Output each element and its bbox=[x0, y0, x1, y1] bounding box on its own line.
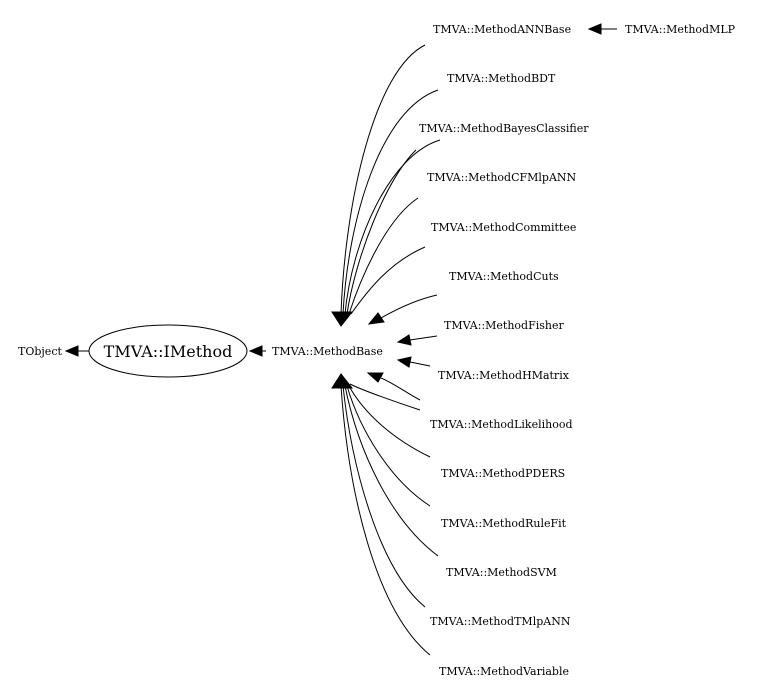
node-methodmlp[interactable]: TMVA::MethodMLP bbox=[625, 23, 736, 36]
edge-svm-methodbase bbox=[344, 385, 439, 557]
arrowhead-hmatrix bbox=[396, 356, 412, 368]
edge-tmlpann-methodbase bbox=[342, 385, 426, 608]
edge-likelihood-methodbase bbox=[380, 377, 421, 401]
node-methodvariable[interactable]: TMVA::MethodVariable bbox=[439, 665, 569, 678]
node-methodcuts[interactable]: TMVA::MethodCuts bbox=[449, 270, 559, 283]
edge-variable-methodbase bbox=[340, 385, 431, 656]
edge-likelihood2-methodbase bbox=[349, 383, 421, 411]
node-methodfisher[interactable]: TMVA::MethodFisher bbox=[444, 319, 564, 332]
edge-rulefit-methodbase bbox=[346, 385, 431, 507]
node-methodbdt[interactable]: TMVA::MethodBDT bbox=[447, 72, 556, 85]
node-methodlikelihood[interactable]: TMVA::MethodLikelihood bbox=[430, 418, 573, 431]
node-methodbayesclassifier[interactable]: TMVA::MethodBayesClassifier bbox=[419, 122, 589, 135]
edge-fisher-methodbase bbox=[409, 335, 438, 341]
arrowhead-likelihood bbox=[366, 372, 384, 383]
node-methodpders[interactable]: TMVA::MethodPDERS bbox=[441, 467, 565, 480]
node-methodannbase[interactable]: TMVA::MethodANNBase bbox=[433, 23, 571, 36]
node-methodhmatrix[interactable]: TMVA::MethodHMatrix bbox=[438, 369, 570, 382]
arrowhead-imethod bbox=[248, 345, 263, 357]
edges-lower-group bbox=[340, 383, 439, 656]
edge-hmatrix-methodbase bbox=[409, 361, 431, 367]
node-methodcfmlpann[interactable]: TMVA::MethodCFMlpANN bbox=[427, 171, 577, 184]
edge-cfmlp-methodbase bbox=[346, 149, 417, 315]
edge-annbase-methodbase bbox=[340, 44, 426, 315]
arrowhead-upper-cluster bbox=[331, 311, 354, 327]
edge-bayes-methodbase bbox=[344, 139, 441, 315]
arrowhead-fisher bbox=[396, 334, 412, 346]
edge-cuts2-methodbase bbox=[380, 294, 438, 319]
edge-cuts-methodbase bbox=[350, 246, 426, 315]
edge-pders-methodbase bbox=[348, 385, 431, 458]
node-methodbase[interactable]: TMVA::MethodBase bbox=[272, 345, 383, 358]
node-tobject[interactable]: TObject bbox=[18, 345, 62, 358]
node-methodcommittee[interactable]: TMVA::MethodCommittee bbox=[431, 221, 576, 234]
node-methodrulefit[interactable]: TMVA::MethodRuleFit bbox=[441, 517, 567, 530]
node-methodtmlpann[interactable]: TMVA::MethodTMlpANN bbox=[430, 615, 571, 628]
arrowhead-tobject bbox=[64, 345, 79, 357]
edges-side-group bbox=[380, 335, 438, 401]
edge-committee-methodbase bbox=[348, 197, 419, 315]
node-methodsvm[interactable]: TMVA::MethodSVM bbox=[446, 566, 557, 579]
arrowhead-lower-cluster bbox=[331, 373, 354, 389]
edges-upper-group bbox=[340, 44, 441, 319]
node-imethod[interactable]: TMVA::IMethod bbox=[104, 342, 233, 361]
arrowhead-cuts bbox=[367, 312, 385, 325]
arrowhead-annbase bbox=[587, 23, 602, 35]
edge-bdt-methodbase bbox=[342, 89, 439, 315]
